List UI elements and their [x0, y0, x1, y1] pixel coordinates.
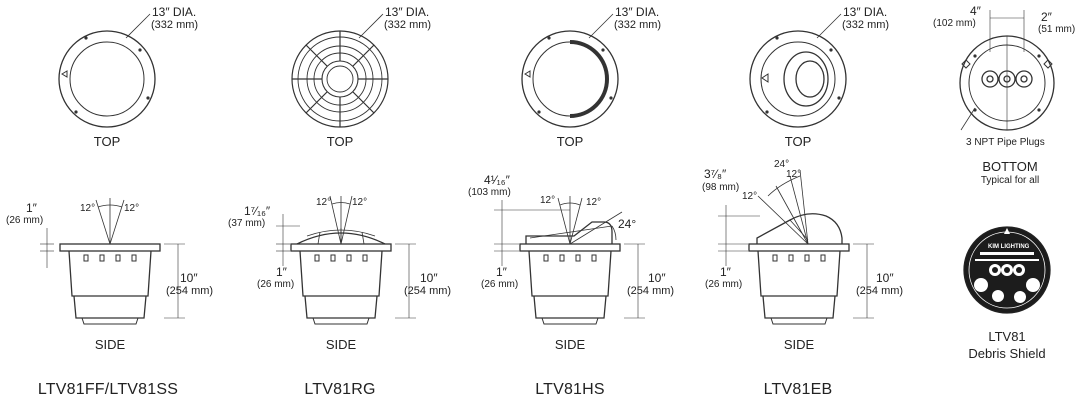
- top2-label: TOP: [326, 134, 354, 149]
- side2-flange-in: 1″: [276, 265, 287, 279]
- side3-flange-in: 1″: [496, 265, 507, 279]
- side2-flange-mm: (26 mm): [257, 279, 295, 290]
- top4-dia: 13″ DIA.: [843, 5, 888, 19]
- side2-height-in: 10″: [420, 271, 438, 285]
- top3-dia: 13″ DIA.: [615, 5, 660, 19]
- side-view-1: [40, 198, 185, 325]
- top1-mm: (332 mm): [151, 19, 199, 31]
- side-view-3: [494, 196, 645, 325]
- side3-angle-left: 12°: [540, 195, 556, 206]
- pipe-plugs-label: 3 NPT Pipe Plugs: [966, 137, 1045, 148]
- side3-top-mm: (103 mm): [468, 187, 511, 198]
- bottom-dim-right-mm: (51 mm): [1038, 24, 1076, 35]
- top-view-4: [749, 13, 847, 128]
- side3-angle-right: 12°: [586, 197, 602, 208]
- side4-height-in: 10″: [876, 271, 894, 285]
- side2-top-in: 1⁷⁄₁₆″: [244, 204, 271, 218]
- side1-label: SIDE: [94, 337, 126, 352]
- side3-tilt: 24°: [618, 217, 637, 231]
- side2-angle-right: 12°: [352, 197, 368, 208]
- side2-label: SIDE: [325, 337, 357, 352]
- model-name-3: LTV81HS: [535, 381, 605, 398]
- top-view-3: [521, 13, 619, 128]
- top3-mm: (332 mm): [614, 19, 662, 31]
- side3-height-mm: (254 mm): [627, 285, 675, 297]
- side1-height-mm: (254 mm): [166, 285, 214, 297]
- side1-angle-right: 12°: [124, 203, 140, 214]
- side4-flange-in: 1″: [720, 265, 731, 279]
- side2-top-mm: (37 mm): [228, 218, 266, 229]
- shield-line2: Debris Shield: [968, 346, 1046, 361]
- side1-angle-left: 12°: [80, 203, 96, 214]
- side4-flange-mm: (26 mm): [705, 279, 743, 290]
- model-name-4: LTV81EB: [763, 381, 833, 398]
- side1-top-in: 1″: [26, 201, 37, 215]
- top-view-1: [58, 13, 156, 128]
- side4-top-mm: (98 mm): [702, 182, 740, 193]
- bottom-dim-right: 2″: [1041, 10, 1052, 24]
- top1-label: TOP: [93, 134, 121, 149]
- side3-height-in: 10″: [648, 271, 666, 285]
- bottom-dim-left-mm: (102 mm): [933, 18, 976, 29]
- side1-top-mm: (26 mm): [6, 215, 44, 226]
- side2-angle-left: 12°: [316, 197, 332, 208]
- side3-label: SIDE: [554, 337, 586, 352]
- top4-mm: (332 mm): [842, 19, 890, 31]
- side-view-4: [718, 169, 874, 325]
- side1-height-in: 10″: [180, 271, 198, 285]
- side-view-2: [276, 195, 416, 325]
- bottom-subtitle: Typical for all: [980, 175, 1040, 186]
- side4-height-mm: (254 mm): [856, 285, 904, 297]
- side4-label: SIDE: [783, 337, 815, 352]
- top1-dia: 13″ DIA.: [152, 5, 197, 19]
- shield-badge: KIM LIGHTING: [988, 244, 1030, 250]
- side3-top-in: 4¹⁄₁₆″: [484, 173, 510, 187]
- model-name-2: LTV81RG: [304, 381, 376, 398]
- top2-dia: 13″ DIA.: [385, 5, 430, 19]
- top3-label: TOP: [556, 134, 584, 149]
- side4-angle-12a: 12°: [786, 169, 802, 180]
- debris-shield: [963, 226, 1051, 314]
- side4-angle-12b: 12°: [742, 191, 758, 202]
- bottom-title: BOTTOM: [982, 159, 1038, 174]
- top4-label: TOP: [784, 134, 812, 149]
- bottom-dim-left: 4″: [970, 4, 981, 18]
- side2-height-mm: (254 mm): [404, 285, 452, 297]
- shield-line1: LTV81: [988, 329, 1026, 344]
- model-name-1: LTV81FF/LTV81SS: [37, 381, 179, 398]
- side4-top-in: 3⁷⁄₈″: [704, 167, 727, 181]
- bottom-view: [959, 10, 1055, 131]
- side3-flange-mm: (26 mm): [481, 279, 519, 290]
- side4-angle-24: 24°: [774, 159, 790, 170]
- top2-mm: (332 mm): [384, 19, 432, 31]
- top-view-2: [291, 13, 389, 128]
